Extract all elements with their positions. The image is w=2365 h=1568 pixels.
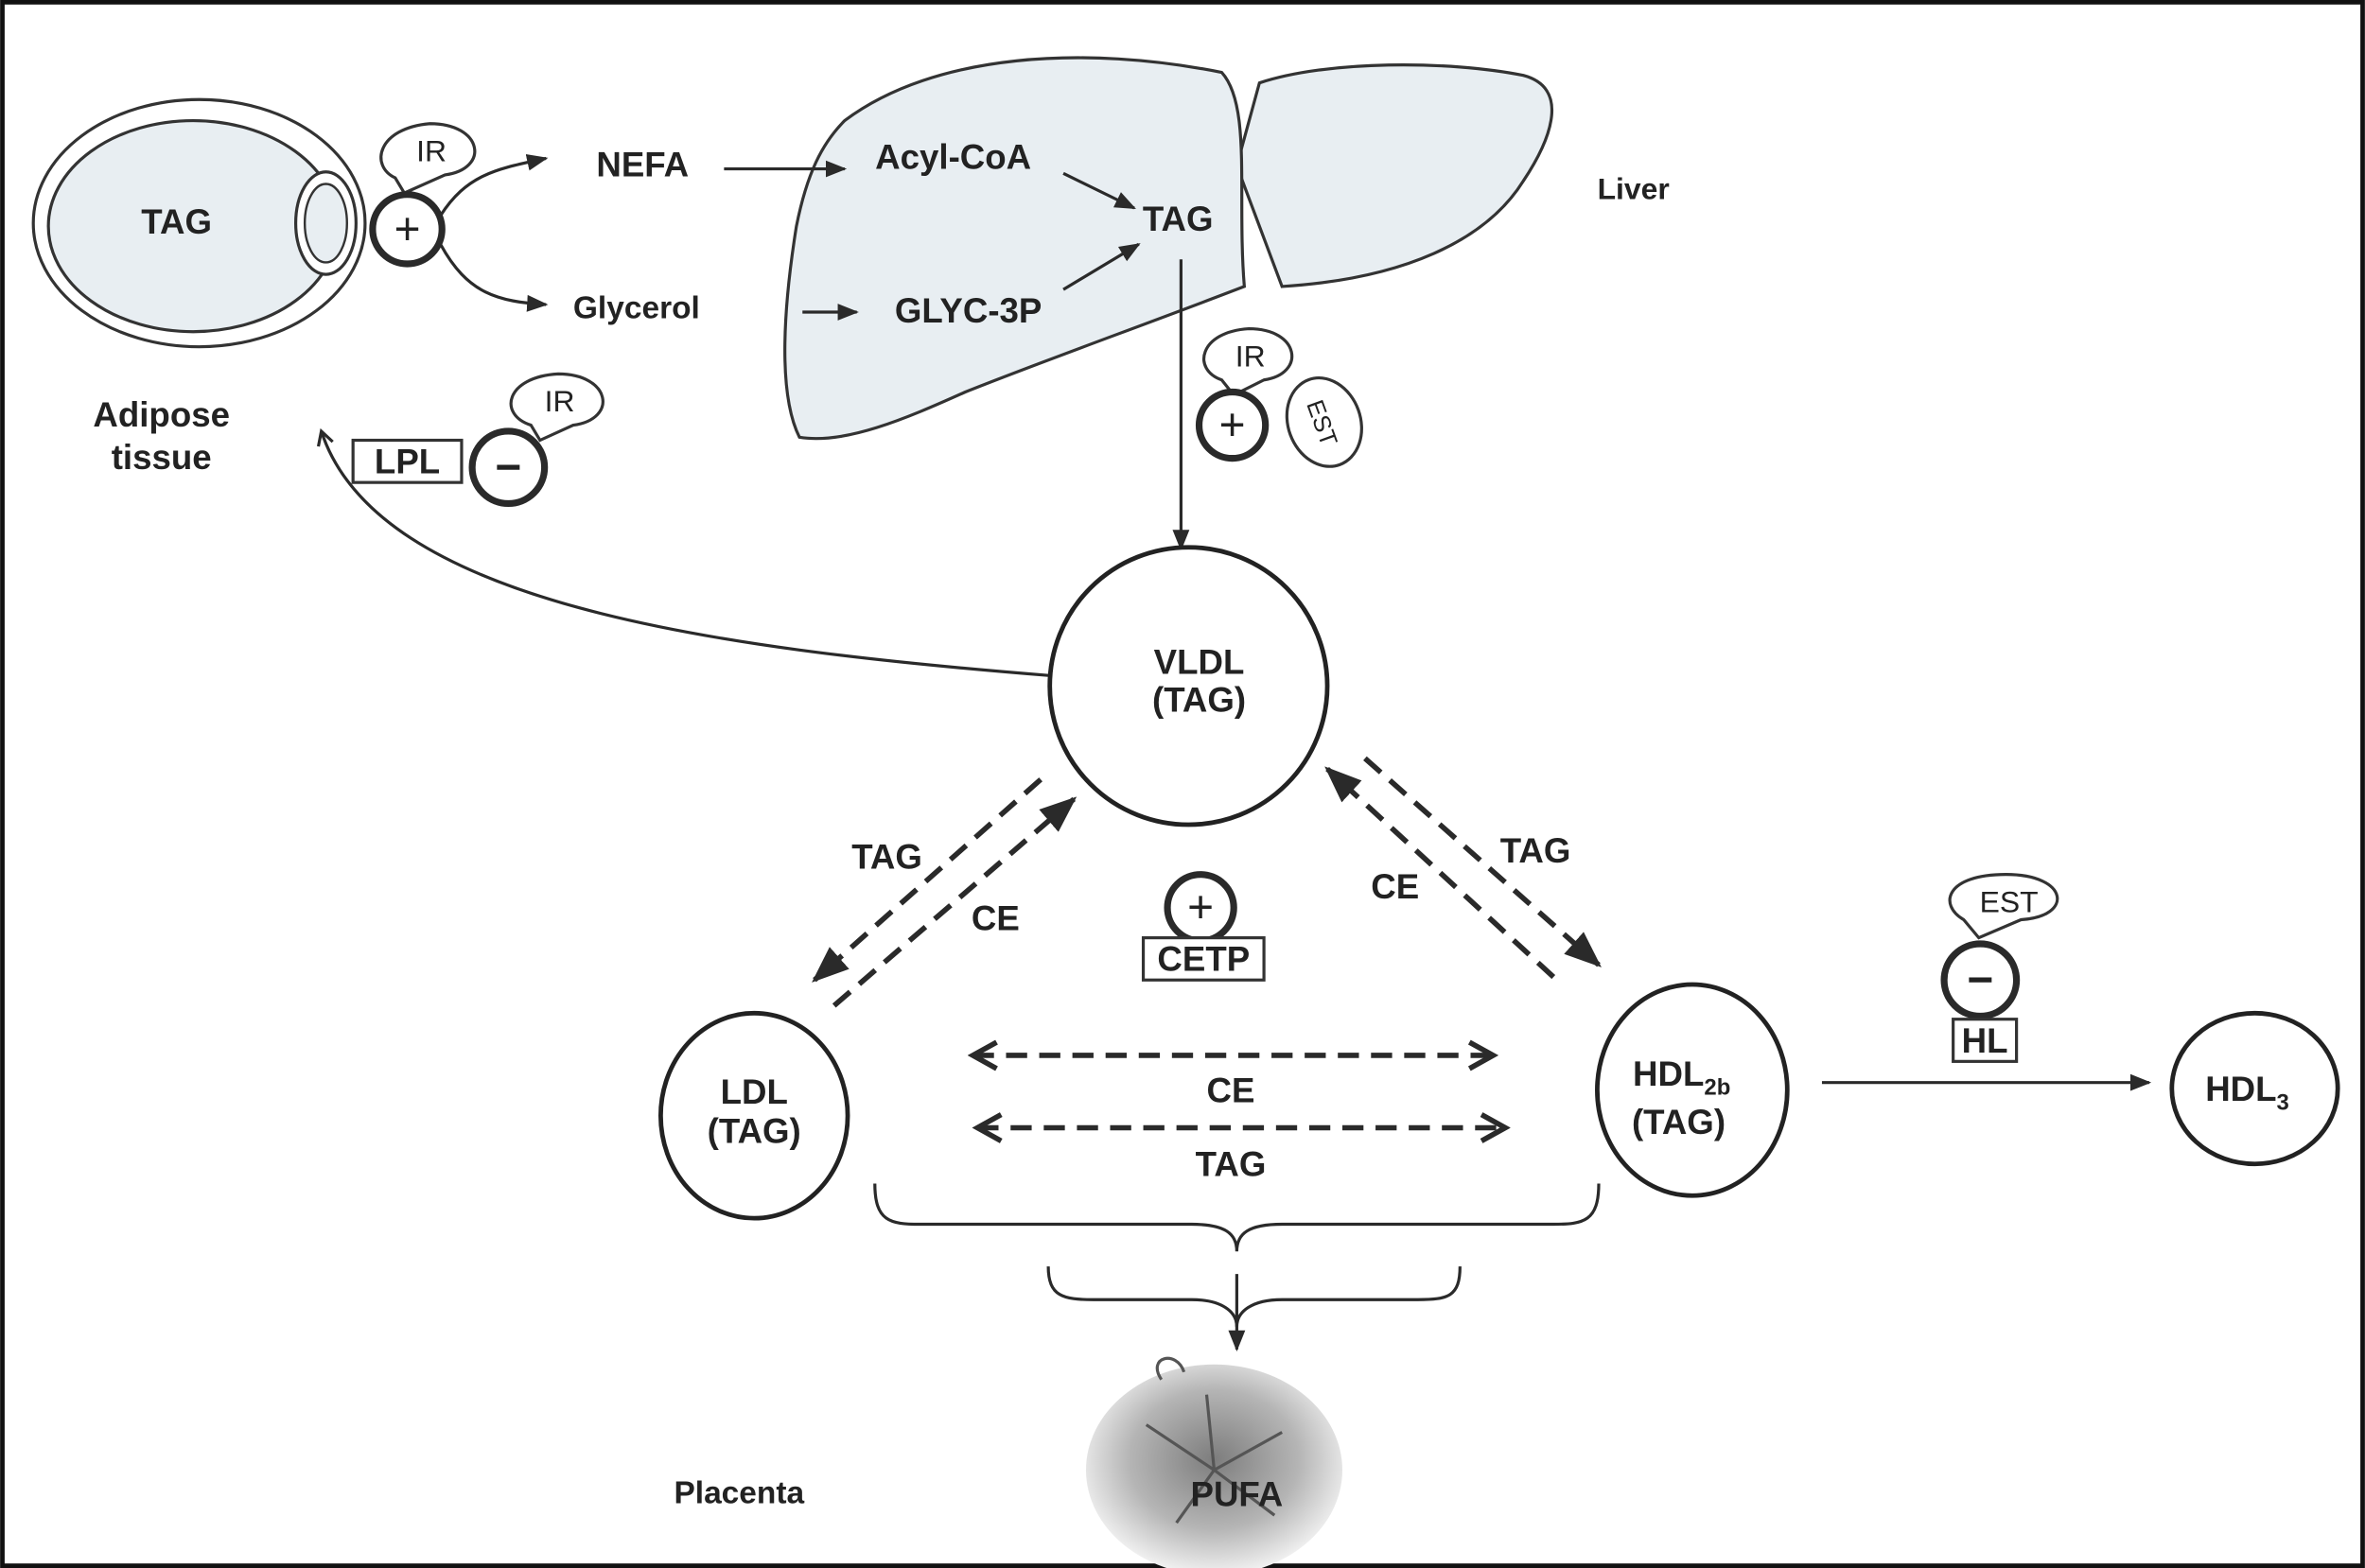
- ldl-particle: [658, 1010, 850, 1221]
- stimulation-plus-icon: +: [1164, 871, 1237, 945]
- hl-box: [1952, 1018, 2019, 1063]
- pufa-label: PUFA: [1191, 1475, 1284, 1514]
- nefa-label: NEFA: [596, 146, 689, 184]
- ldl-tag-label: (TAG): [708, 1111, 801, 1150]
- svg-text:−: −: [1967, 955, 1993, 1005]
- hdl2b-label: HDL2b: [1633, 1054, 1730, 1101]
- ir-bubble-adipose: IR: [379, 122, 477, 196]
- svg-text:+: +: [394, 204, 421, 254]
- ldl-label: LDL: [721, 1072, 788, 1111]
- svg-text:EST: EST: [1980, 885, 2039, 919]
- exchange-ce-label: CE: [972, 899, 1020, 938]
- exchange-ce-label: CE: [1371, 867, 1419, 906]
- acyl-coa-label: Acyl-CoA: [875, 138, 1031, 177]
- est-bubble-hl: EST: [1948, 873, 2059, 940]
- glyc3p-label: GLYC-3P: [895, 291, 1042, 330]
- adipose-label-2: tissue: [112, 438, 212, 477]
- ir-bubble-lpl: IR: [509, 372, 604, 443]
- liver-label: Liver: [1598, 171, 1670, 205]
- adipose-cell: TAG: [31, 97, 367, 349]
- svg-text:IR: IR: [416, 134, 447, 168]
- cetp-label: CETP: [1157, 940, 1250, 979]
- exchange-ce-label: CE: [1207, 1071, 1255, 1109]
- exchange-tag-label: TAG: [1196, 1145, 1267, 1184]
- inhibition-minus-icon: −: [468, 427, 549, 508]
- svg-text:IR: IR: [1235, 339, 1266, 373]
- stimulation-plus-icon: +: [369, 191, 446, 268]
- arrow-glyc3p-to-tag: [1062, 242, 1141, 291]
- glycerol-label: Glycerol: [573, 290, 700, 325]
- inhibition-minus-icon: −: [1940, 940, 2021, 1020]
- hdl3-particle: [2169, 1010, 2340, 1167]
- adipose-tag-label: TAG: [141, 202, 212, 241]
- arrow-hdl-to-vldl-ce: [1324, 766, 1556, 980]
- arrow-acylcoa-to-tag: [1062, 171, 1136, 210]
- cetp-box: [1141, 936, 1266, 982]
- exchange-tag-label: TAG: [851, 837, 922, 876]
- adipose-label-1: Adipose: [93, 395, 230, 434]
- liver-tag-label: TAG: [1143, 200, 1214, 238]
- vldl-particle: [1047, 545, 1330, 828]
- lpl-box: [351, 438, 464, 484]
- arrow-to-glycerol: [439, 243, 549, 312]
- hdl2b-tag-label: (TAG): [1632, 1103, 1726, 1141]
- lpl-label: LPL: [375, 443, 440, 481]
- brace-large: [873, 1183, 1601, 1252]
- hdl2b-particle: [1595, 982, 1790, 1198]
- arrow-vldl-to-hdl-tag: [1363, 756, 1602, 967]
- est-bubble-liver: EST: [1285, 375, 1363, 468]
- arrow-ldl-to-vldl-ce: [832, 796, 1077, 1008]
- svg-text:IR: IR: [545, 384, 575, 418]
- placenta-image: [1086, 1356, 1342, 1568]
- placenta-label: Placenta: [674, 1475, 804, 1510]
- vldl-tag-label: (TAG): [1152, 680, 1246, 719]
- hdl3-label: HDL3: [2205, 1070, 2289, 1116]
- ir-bubble-liver: IR: [1202, 326, 1294, 397]
- svg-text:+: +: [1219, 401, 1246, 451]
- exchange-tag-label: TAG: [1500, 831, 1571, 870]
- hl-label: HL: [1962, 1021, 2008, 1060]
- liver-shape: [783, 56, 1554, 441]
- vldl-label: VLDL: [1154, 643, 1245, 682]
- arrow-vldl-to-ldl-tag: [812, 777, 1042, 983]
- arrow-to-nefa: [439, 153, 549, 217]
- svg-text:−: −: [495, 443, 521, 493]
- svg-text:+: +: [1187, 883, 1214, 933]
- arrow-vldl-to-adipose: [322, 431, 1049, 677]
- stimulation-plus-icon: +: [1195, 388, 1270, 462]
